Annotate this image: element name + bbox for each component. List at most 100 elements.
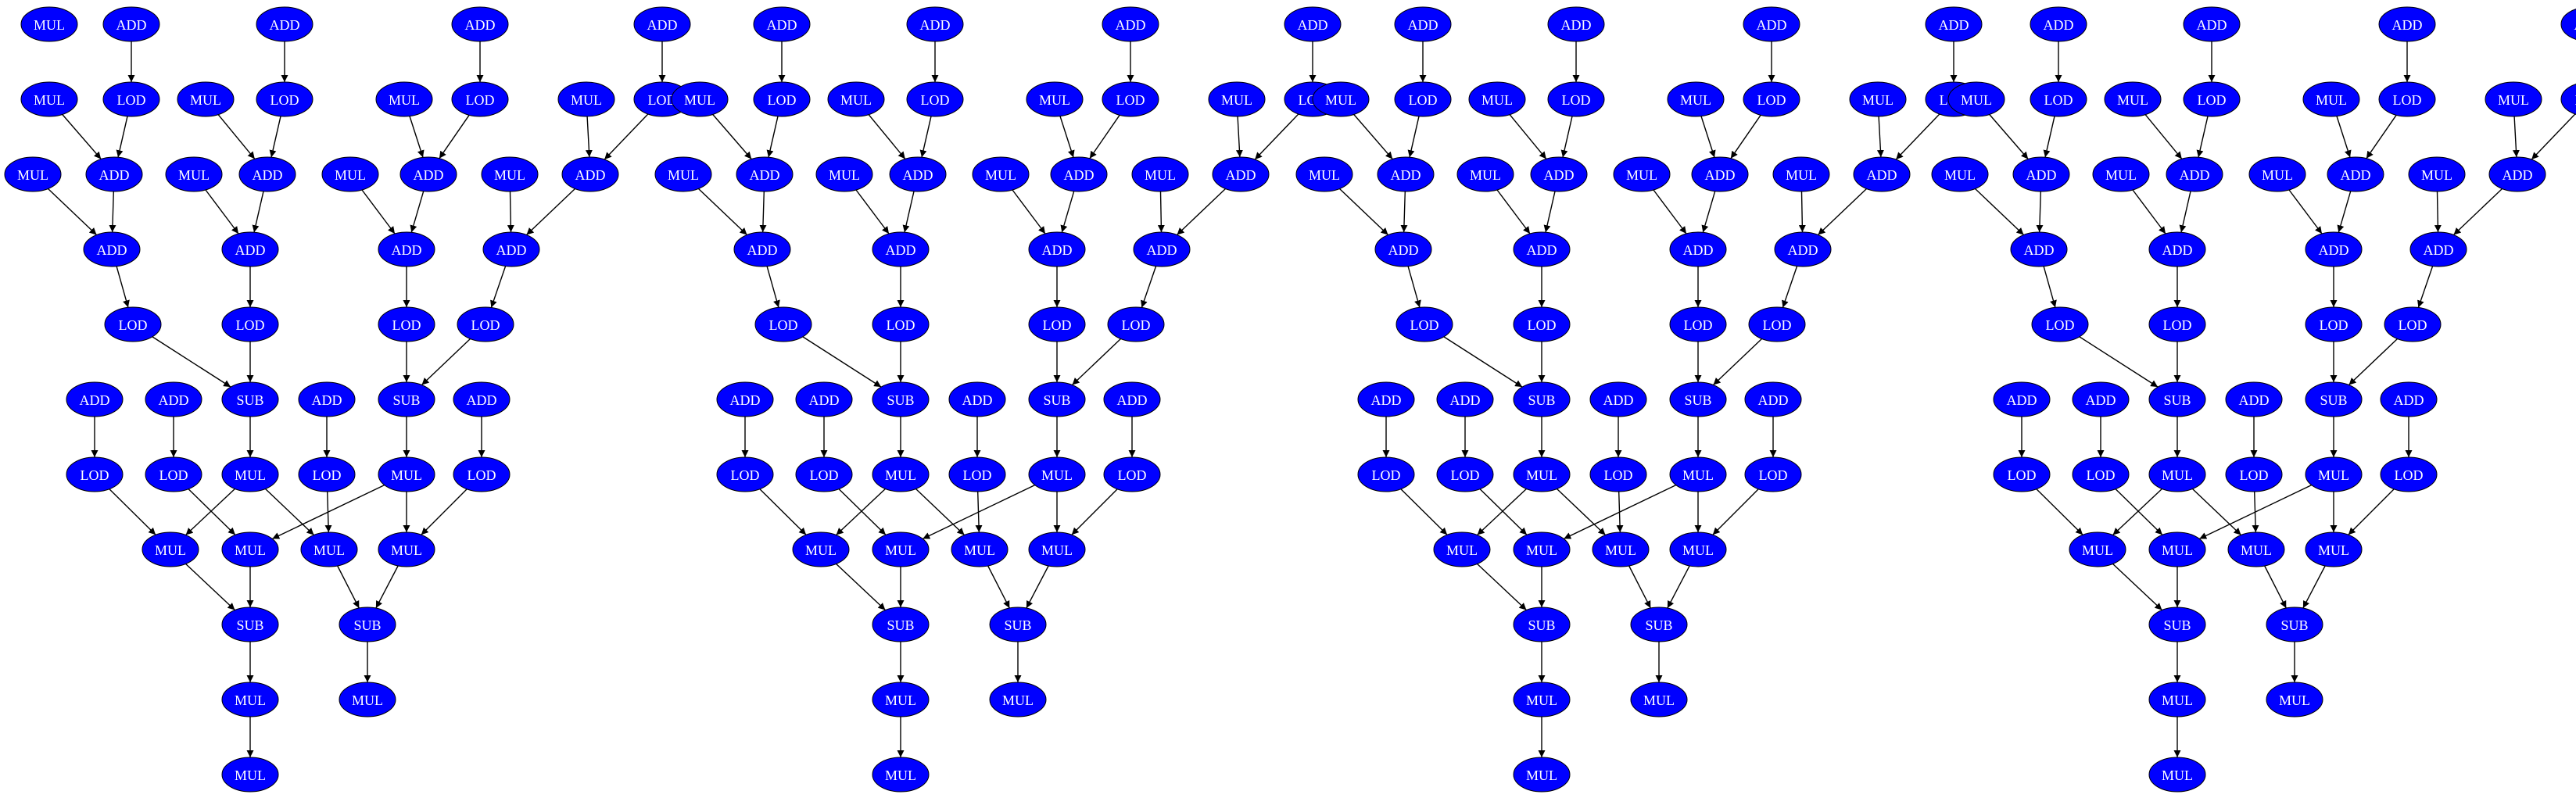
node-ellipse [298, 456, 356, 492]
edge-0-r3a-r4a [48, 188, 97, 236]
node-ellipse [1592, 531, 1650, 567]
edge-0-r5a-r6s1 [152, 336, 231, 388]
node-label: ADD [1064, 167, 1095, 183]
node-ellipse [1589, 381, 1647, 417]
node-ellipse [906, 81, 964, 117]
node-ellipse [1028, 306, 1086, 342]
node-label: LOD [1118, 467, 1147, 483]
edge-2-r3a-r4a [1339, 188, 1388, 236]
node-ellipse [145, 456, 202, 492]
node-sub-2-r9a: SUB [1513, 607, 1571, 642]
node-label: MUL [985, 167, 1016, 183]
node-ellipse [451, 6, 509, 42]
edge-0-r7m1-r8a [185, 488, 235, 536]
node-ellipse [2069, 531, 2126, 567]
node-lod-0-r7a: LOD [66, 456, 124, 492]
node-label: ADD [886, 242, 916, 258]
node-mul-0-r10b: MUL [339, 682, 396, 717]
node-ellipse [2305, 456, 2363, 492]
node-label: ADD [312, 392, 342, 408]
node-label: ADD [496, 242, 527, 258]
edge-0-r7m2-r8b [271, 484, 385, 540]
edges-layer [48, 41, 2576, 757]
node-label: LOD [468, 467, 496, 483]
edge-2-r7b-r8b [1479, 488, 1528, 535]
node-lod-3-lB: LOD [2030, 81, 2087, 117]
node-mul-2-r3a: MUL [1295, 156, 1353, 192]
edge-2-r7d-r8d [1712, 488, 1759, 535]
node-label: ADD [575, 167, 606, 183]
node-label: MUL [1041, 467, 1073, 483]
node-sub-3-r9a: SUB [2148, 607, 2206, 642]
edge-2-lE-r3f [1700, 116, 1716, 158]
node-label: ADD [1408, 17, 1438, 33]
edge-2-r4a-r5a [1407, 266, 1421, 308]
node-add-1-r3h: ADD [1212, 156, 1270, 192]
node-add-0-r4c: ADD [378, 231, 435, 267]
node-add-2-r6a: ADD [1357, 381, 1415, 417]
node-mul-2-r10b: MUL [1630, 682, 1688, 717]
node-lod-1-r7d: LOD [1103, 456, 1161, 492]
node-ellipse [20, 6, 78, 42]
node-ellipse [733, 231, 791, 267]
node-lod-0-r7c: LOD [298, 456, 356, 492]
edge-1-lC-r3d [868, 114, 906, 159]
node-lod-0-r5a: LOD [104, 306, 162, 342]
node-ellipse [753, 81, 811, 117]
node-ellipse [1513, 607, 1571, 642]
node-add-3-r4b: ADD [2148, 231, 2206, 267]
node-ellipse [66, 381, 124, 417]
node-mul-3-lC: MUL [2104, 81, 2162, 117]
edge-2-r5d-r6s2 [1713, 338, 1762, 386]
node-ellipse [1530, 156, 1588, 192]
node-ellipse [2030, 6, 2087, 42]
edge-0-r4a-r5a [116, 266, 130, 308]
node-ellipse [85, 156, 143, 192]
node-label: MUL [1526, 542, 1557, 558]
node-ellipse [104, 306, 162, 342]
edge-2-r3g-r4d [1798, 191, 1806, 233]
node-ellipse [1133, 231, 1191, 267]
node-label: MUL [391, 467, 422, 483]
node-lod-2-r7b: LOD [1436, 456, 1494, 492]
edge-3-r3c-r4b [2132, 189, 2166, 234]
node-ellipse [2183, 81, 2241, 117]
node-ellipse [1131, 156, 1189, 192]
node-ellipse [1931, 156, 1989, 192]
node-ellipse [2072, 456, 2130, 492]
node-ellipse [2148, 381, 2206, 417]
node-label: ADD [747, 242, 778, 258]
node-ellipse [1028, 531, 1086, 567]
edge-3-r7m1-r8a [2112, 488, 2162, 536]
node-label: MUL [1221, 92, 1252, 108]
node-ellipse [238, 156, 296, 192]
node-ellipse [872, 531, 930, 567]
node-mul-1-r8a: MUL [792, 531, 850, 567]
node-ellipse [1395, 306, 1453, 342]
node-ellipse [1394, 81, 1452, 117]
node-label: MUL [2262, 167, 2293, 183]
node-add-0-a2: ADD [256, 6, 313, 42]
node-label: MUL [1309, 167, 1340, 183]
node-label: LOD [81, 467, 109, 483]
node-label: MUL [2082, 542, 2113, 558]
node-sub-3-r6s1: SUB [2148, 381, 2206, 417]
edge-2-r3c-r4b [1496, 189, 1531, 234]
node-label: ADD [1391, 167, 1421, 183]
node-mul-2-r7m2: MUL [1669, 456, 1727, 492]
node-label: LOD [466, 92, 495, 108]
node-add-1-r6a: ADD [716, 381, 774, 417]
node-label: ADD [2392, 17, 2423, 33]
node-sub-0-r6s1: SUB [221, 381, 279, 417]
node-label: MUL [1470, 167, 1501, 183]
node-label: ADD [99, 167, 130, 183]
node-label: ADD [2197, 17, 2227, 33]
node-label: MUL [1039, 92, 1070, 108]
node-mul-3-r10a: MUL [2148, 682, 2206, 717]
node-label: LOD [1410, 317, 1439, 333]
node-label: ADD [465, 17, 496, 33]
node-add-3-a4: ADD [2560, 9, 2576, 40]
node-label: SUB [392, 392, 420, 408]
edge-0-r3f-r4c [410, 191, 425, 233]
node-label: MUL [1526, 467, 1557, 483]
